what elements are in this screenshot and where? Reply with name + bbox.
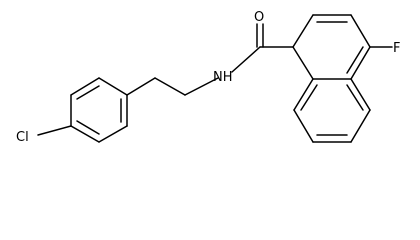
atom-label-nh: NH (213, 70, 233, 85)
atom-label-oxygen: O (254, 10, 264, 25)
bond (350, 109, 371, 143)
bond (350, 78, 371, 111)
molecule-structure: O NH F Cl (16, 10, 400, 145)
bond (154, 77, 186, 96)
ethyl-linker (126, 77, 219, 96)
naphthalene-upper-ring (292, 14, 371, 80)
bond (98, 77, 128, 96)
bond-ring-chlorine (37, 125, 72, 136)
bond-n-carbonyl (231, 46, 261, 73)
bond (293, 78, 314, 111)
structure-canvas: O NH F Cl (16, 10, 400, 145)
bond (98, 125, 128, 143)
bond (292, 46, 314, 80)
double-bond-inner (76, 85, 100, 100)
bond (184, 77, 219, 96)
naphthalene-lower-ring (293, 78, 371, 143)
bond (293, 109, 314, 143)
atom-label-fluorine: F (393, 41, 400, 56)
double-bond-inner (76, 120, 100, 135)
bond (350, 46, 371, 80)
bond (292, 14, 314, 48)
atom-label-chlorine: Cl (16, 130, 29, 145)
bond (70, 125, 100, 143)
double-bond-inner (300, 84, 318, 111)
double-bond-inner (346, 46, 364, 74)
double-bond-inner (346, 84, 364, 111)
bond (70, 77, 100, 96)
bond (126, 77, 156, 96)
bond (350, 14, 371, 48)
chlorophenyl-ring (70, 77, 128, 143)
